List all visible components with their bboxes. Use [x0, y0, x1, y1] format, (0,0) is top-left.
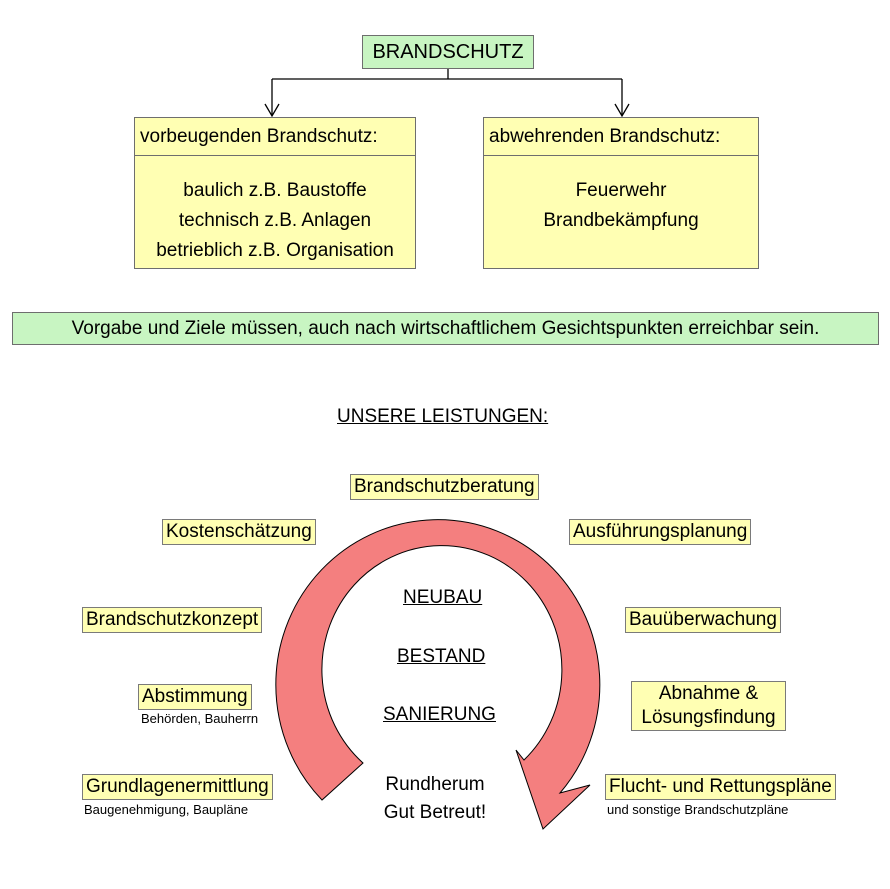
arrowhead-right [614, 103, 630, 118]
leistungen-title: UNSERE LEISTUNGEN: [337, 406, 549, 427]
footer-line-1: Rundherum [385, 774, 485, 795]
label-bauueberwachung: Bauüberwachung [625, 607, 781, 633]
label-ausfuehrungsplanung: Ausführungsplanung [569, 519, 752, 545]
center-bestand: BESTAND [397, 646, 486, 667]
label-abnahme: Abnahme & Lösungsfindung [631, 681, 786, 731]
abwehrend-box: abwehrenden Brandschutz: Feuerwehr Brand… [483, 117, 759, 269]
vorbeugend-line-2: technisch z.B. Anlagen [178, 210, 372, 231]
arrowhead-left [264, 103, 280, 118]
vorbeugend-line-1: baulich z.B. Baustoffe [183, 180, 367, 201]
connector-trunk [272, 69, 622, 80]
label-kostenschaetzung: Kostenschätzung [162, 519, 316, 545]
label-brandschutzberatung: Brandschutzberatung [350, 474, 539, 500]
label-abnahme-line-2: Lösungsfindung [641, 707, 776, 728]
abwehrend-line-1: Feuerwehr [575, 180, 667, 201]
ziele-banner-text: Vorgabe und Ziele müssen, auch nach wirt… [71, 318, 820, 339]
cycle-arrow-shape [275, 519, 601, 830]
center-sanierung: SANIERUNG [383, 704, 496, 725]
label-brandschutzkonzept: Brandschutzkonzept [82, 607, 263, 633]
footer-slogan: Rundherum Gut Betreut! [360, 771, 510, 827]
footer-line-2: Gut Betreut! [383, 802, 487, 823]
label-abnahme-line-1: Abnahme & [658, 683, 759, 704]
vorbeugend-box: vorbeugenden Brandschutz: baulich z.B. B… [134, 117, 416, 269]
label-fluchtplaene-sub: und sonstige Brandschutzpläne [607, 802, 789, 817]
label-grundlagenermittlung: Grundlagenermittlung [82, 774, 273, 800]
brandschutz-title: BRANDSCHUTZ [372, 41, 524, 63]
center-neubau: NEUBAU [403, 587, 483, 608]
label-grundlagenermittlung-sub: Baugenehmigung, Baupläne [84, 802, 249, 817]
abwehrend-heading: abwehrenden Brandschutz: [484, 118, 758, 156]
vorbeugend-heading: vorbeugenden Brandschutz: [135, 118, 415, 156]
ziele-banner: Vorgabe und Ziele müssen, auch nach wirt… [12, 312, 879, 345]
label-abstimmung: Abstimmung [138, 684, 252, 710]
label-fluchtplaene: Flucht- und Rettungspläne [605, 774, 836, 800]
abwehrend-line-2: Brandbekämpfung [543, 210, 699, 231]
label-abstimmung-sub: Behörden, Bauherrn [141, 711, 259, 726]
brandschutz-box: BRANDSCHUTZ [362, 35, 534, 69]
vorbeugend-line-3: betrieblich z.B. Organisation [156, 240, 394, 261]
